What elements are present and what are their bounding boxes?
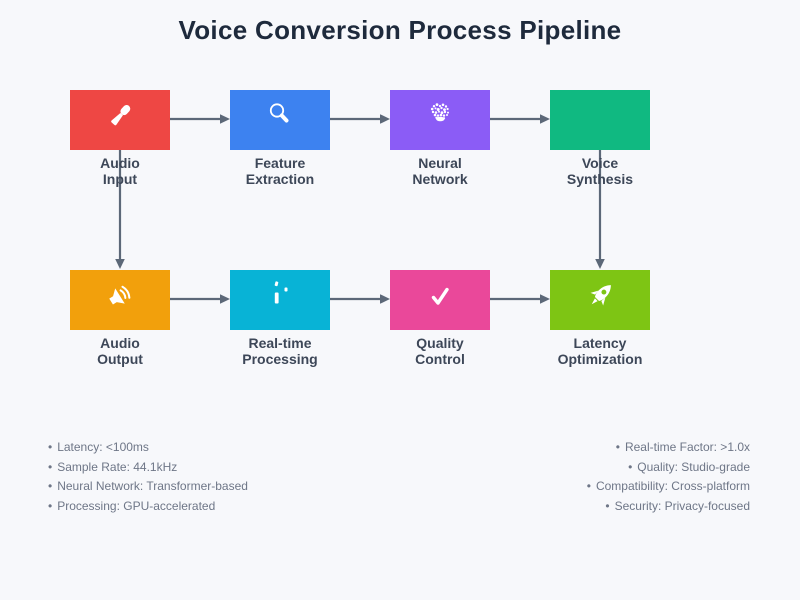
bullet-icon: • xyxy=(628,459,633,474)
bullet-icon: • xyxy=(586,479,591,494)
arrow-audio-input-to-feature-extraction xyxy=(170,114,230,124)
node-voice-synthesis xyxy=(550,90,650,150)
arrow-feature-extraction-to-neural-network xyxy=(330,114,390,124)
node-quality-control xyxy=(390,270,490,330)
node-realtime-processing xyxy=(230,270,330,330)
arrow-neural-network-to-voice-synthesis xyxy=(490,114,550,124)
label-audio-input: Audio Input xyxy=(100,155,140,187)
spec-list-left: •Latency: <100ms •Sample Rate: 44.1kHz •… xyxy=(48,438,248,516)
spec-latency: •Latency: <100ms xyxy=(48,440,149,454)
arrow-audio-input-to-audio-output xyxy=(115,150,125,269)
magnifier-icon xyxy=(269,103,289,123)
label-quality-control: Quality Control xyxy=(415,335,465,367)
label-feature-extraction: Feature Extraction xyxy=(245,155,315,187)
label-voice-synthesis: Voice Synthesis xyxy=(566,155,634,187)
arrow-realtime-processing-to-quality-control xyxy=(330,294,390,304)
bullet-icon: • xyxy=(48,440,53,454)
node-feature-extraction xyxy=(230,90,330,150)
node-neural-network xyxy=(390,90,490,150)
bullet-icon: • xyxy=(48,459,53,474)
arrow-quality-control-to-latency-optimization xyxy=(490,294,550,304)
spec-list-right: •Real-time Factor: >1.0x •Quality: Studi… xyxy=(587,438,750,516)
page-title: Voice Conversion Process Pipeline xyxy=(178,15,622,45)
spec-sample-rate: •Sample Rate: 44.1kHz xyxy=(48,459,178,474)
label-neural-network: Neural Network xyxy=(412,155,468,187)
arrow-audio-output-to-realtime-processing xyxy=(170,294,230,304)
microphone-icon xyxy=(111,105,131,126)
arrow-voice-synthesis-to-latency-optimization xyxy=(595,150,605,269)
label-audio-output: Audio Output xyxy=(97,335,143,367)
node-audio-output xyxy=(70,270,170,330)
label-realtime-processing: Real-time Processing xyxy=(242,335,318,367)
label-latency-optimization: Latency Optimization xyxy=(557,335,643,367)
node-latency-optimization xyxy=(550,270,650,330)
spec-neural-network: •Neural Network: Transformer-based xyxy=(48,479,248,494)
spec-compatibility: •Compatibility: Cross-platform xyxy=(586,479,750,494)
brain-icon xyxy=(430,103,449,122)
node-audio-input xyxy=(70,90,170,150)
bullet-icon: • xyxy=(605,498,610,513)
checkmark-icon xyxy=(431,287,449,305)
bullet-icon: • xyxy=(615,440,620,454)
rocket-icon xyxy=(590,285,611,306)
spec-security: •Security: Privacy-focused xyxy=(605,498,750,513)
bullet-icon: • xyxy=(48,479,53,494)
spec-quality: •Quality: Studio-grade xyxy=(628,459,750,474)
bullet-icon: • xyxy=(48,498,53,513)
speaker-icon xyxy=(109,285,131,305)
lightning-icon xyxy=(274,281,288,304)
spec-realtime-factor: •Real-time Factor: >1.0x xyxy=(615,440,750,454)
spec-processing: •Processing: GPU-accelerated xyxy=(48,498,216,513)
